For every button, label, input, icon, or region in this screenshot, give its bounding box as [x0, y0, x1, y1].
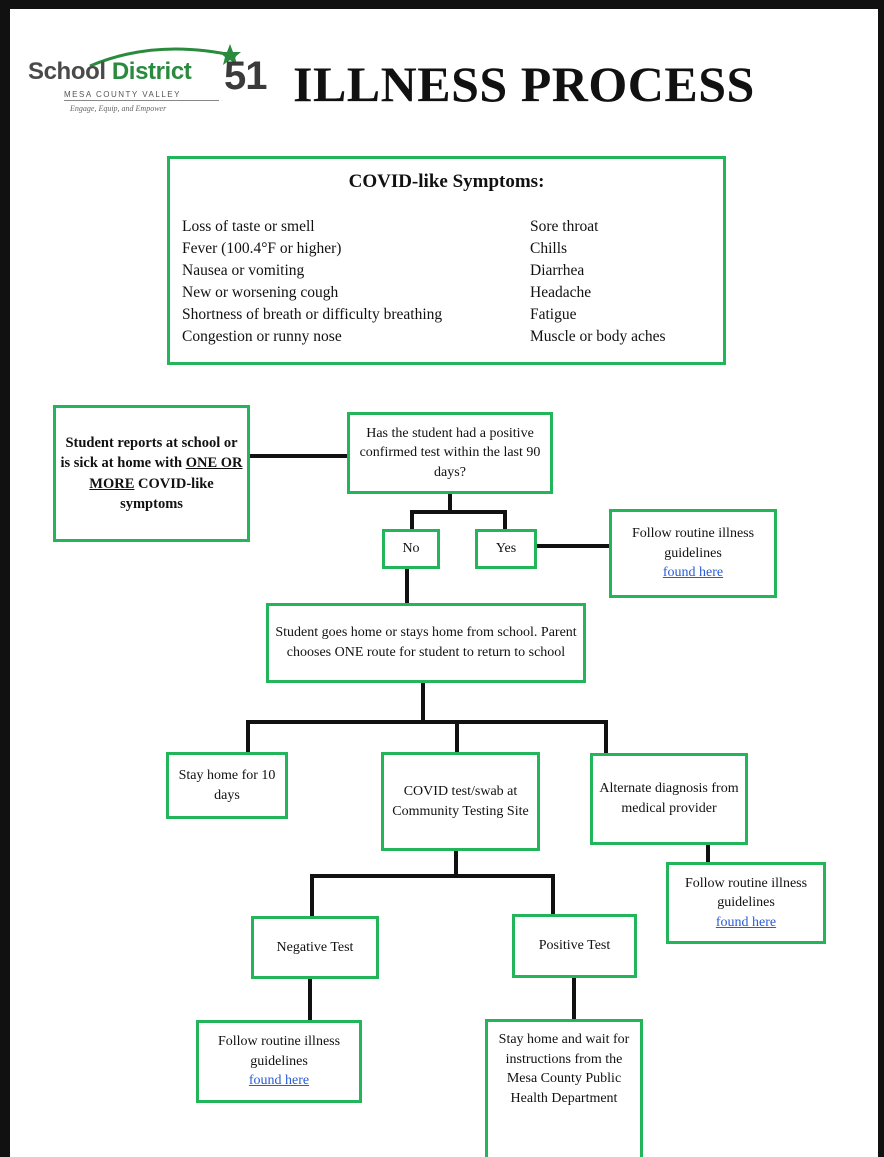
alternate-diagnosis-box: Alternate diagnosis from medical provide…	[590, 753, 748, 845]
connector-to-test	[455, 720, 459, 752]
connector-to-positive	[551, 874, 555, 916]
connector-positive-down	[572, 977, 576, 1021]
connector-gohome-down	[421, 680, 425, 723]
question-box: Has the student had a positive confirmed…	[347, 412, 553, 494]
logo-swoosh-icon	[89, 44, 241, 68]
start-emphasis: ONE OR MORE	[89, 455, 243, 492]
symptom-item: Loss of taste or smell	[182, 218, 315, 235]
connector-alt-down	[706, 844, 710, 864]
symptom-item: Fatigue	[530, 306, 577, 323]
connector-to-stay	[246, 720, 250, 752]
logo-divider	[64, 100, 219, 101]
start-box: Student reports at school or is sick at …	[53, 405, 250, 542]
logo-wordmark: School District	[28, 58, 192, 85]
symptom-item: Diarrhea	[530, 262, 585, 279]
positive-test-box: Positive Test	[512, 914, 637, 978]
connector-yes-followup	[535, 544, 612, 548]
symptom-item: Shortness of breath or difficulty breath…	[182, 306, 443, 323]
covid-test-box: COVID test/swab at Community Testing Sit…	[381, 752, 540, 851]
negative-test-box: Negative Test	[251, 916, 379, 979]
go-home-box: Student goes home or stays home from sch…	[266, 603, 586, 683]
symptom-item: Nausea or vomiting	[182, 262, 305, 279]
connector-to-negative	[310, 874, 314, 918]
symptoms-left-column: Loss of taste or smell Fever (100.4°F or…	[182, 216, 442, 348]
connector-start-question	[249, 454, 349, 458]
symptom-item: Fever (100.4°F or higher)	[182, 240, 342, 257]
connector-to-alt	[604, 720, 608, 754]
symptom-item: Sore throat	[530, 218, 599, 235]
symptom-item: New or worsening cough	[182, 284, 339, 301]
symptom-item: Headache	[530, 284, 592, 301]
positive-followup-box: Stay home and wait for instructions from…	[485, 1019, 643, 1157]
connector-negative-down	[308, 978, 312, 1022]
page-title: ILLNESS PROCESS	[293, 56, 755, 112]
found-here-link[interactable]: found here	[662, 565, 724, 581]
connector-to-yes	[503, 510, 507, 532]
symptom-item: Muscle or body aches	[530, 328, 666, 345]
connector-no-down	[405, 566, 409, 604]
symptom-item: Chills	[530, 240, 568, 257]
logo-number: 51	[224, 54, 267, 98]
symptoms-box: COVID-like Symptoms: Loss of taste or sm…	[167, 156, 726, 365]
connector-yes-no-bar	[410, 510, 507, 514]
connector-test-down	[454, 850, 458, 877]
found-here-link[interactable]: found here	[248, 1073, 310, 1089]
school-district-logo: School District 51 MESA COUNTY VALLEY En…	[28, 42, 272, 126]
found-here-link[interactable]: found here	[715, 914, 777, 930]
connector-results-bar	[310, 874, 555, 878]
logo-tagline: Engage, Equip, and Empower	[70, 104, 167, 113]
symptom-item: Congestion or runny nose	[182, 328, 342, 345]
yes-box: Yes	[475, 529, 537, 569]
symptoms-right-column: Sore throat Chills Diarrhea Headache Fat…	[530, 216, 666, 348]
stay-home-box: Stay home for 10 days	[166, 752, 288, 819]
connector-question-down	[448, 492, 452, 512]
symptoms-title: COVID-like Symptoms:	[348, 171, 545, 192]
connector-to-no	[410, 510, 414, 532]
logo-subtitle: MESA COUNTY VALLEY	[64, 90, 181, 99]
connector-routes-bar	[246, 720, 608, 724]
no-box: No	[382, 529, 440, 569]
